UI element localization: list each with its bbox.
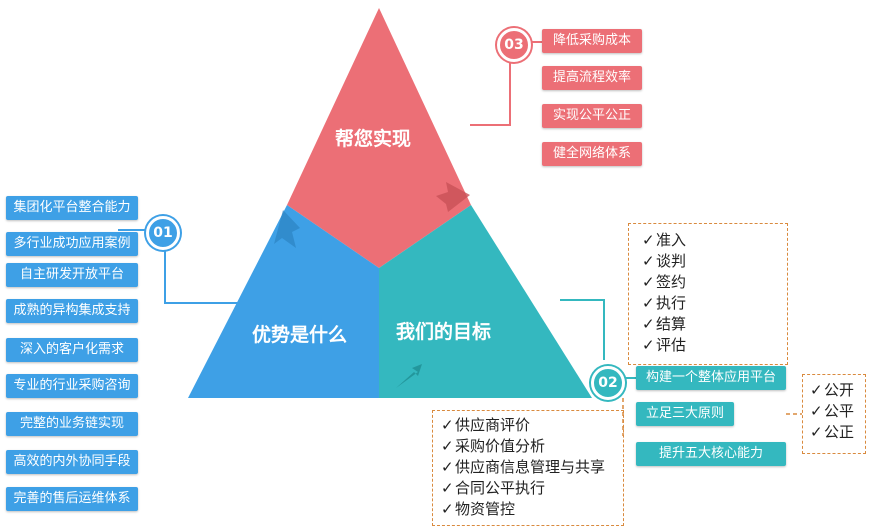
checklist-item: ✓准入: [642, 230, 686, 251]
principle-item: ✓公平: [810, 401, 854, 422]
capabilities-list: ✓供应商评价 ✓采购价值分析 ✓供应商信息管理与共享 ✓合同公平执行 ✓物资管控: [441, 415, 605, 520]
principles-list: ✓公开 ✓公平 ✓公正: [810, 380, 854, 443]
left-tag: 专业的行业采购咨询: [6, 374, 138, 398]
badge-02: 02: [591, 366, 625, 400]
left-tag: 集团化平台整合能力: [6, 196, 138, 220]
triangle-top-label: 帮您实现: [335, 124, 411, 151]
badge-01: 01: [146, 216, 180, 250]
left-tag: 完整的业务链实现: [6, 412, 138, 436]
left-tag: 深入的客户化需求: [6, 338, 138, 362]
right-tag: 立足三大原则: [636, 402, 734, 426]
top-tag: 健全网络体系: [542, 142, 642, 166]
process-checklist: ✓准入 ✓谈判 ✓签约 ✓执行 ✓结算 ✓评估: [642, 230, 686, 356]
principle-item: ✓公正: [810, 422, 854, 443]
checklist-item: ✓签约: [642, 272, 686, 293]
checklist-item: ✓评估: [642, 335, 686, 356]
checklist-item: ✓谈判: [642, 251, 686, 272]
principle-item: ✓公开: [810, 380, 854, 401]
checklist-item: ✓结算: [642, 314, 686, 335]
left-tag: 完善的售后运维体系: [6, 487, 138, 511]
badge-03: 03: [497, 28, 531, 62]
capability-item: ✓物资管控: [441, 499, 605, 520]
top-tag: 实现公平公正: [542, 104, 642, 128]
top-tag: 提高流程效率: [542, 66, 642, 90]
top-tag: 降低采购成本: [542, 29, 642, 53]
capability-item: ✓供应商评价: [441, 415, 605, 436]
right-tag: 构建一个整体应用平台: [636, 366, 786, 390]
triangle-right-label: 我们的目标: [396, 317, 491, 344]
triangle-left-label: 优势是什么: [252, 320, 347, 347]
capability-item: ✓合同公平执行: [441, 478, 605, 499]
left-tag: 自主研发开放平台: [6, 263, 138, 287]
checklist-item: ✓执行: [642, 293, 686, 314]
capability-item: ✓采购价值分析: [441, 436, 605, 457]
capability-item: ✓供应商信息管理与共享: [441, 457, 605, 478]
left-tag: 成熟的异构集成支持: [6, 299, 138, 323]
left-tag: 多行业成功应用案例: [6, 232, 138, 256]
right-tag: 提升五大核心能力: [636, 442, 786, 466]
left-tag: 高效的内外协同手段: [6, 450, 138, 474]
